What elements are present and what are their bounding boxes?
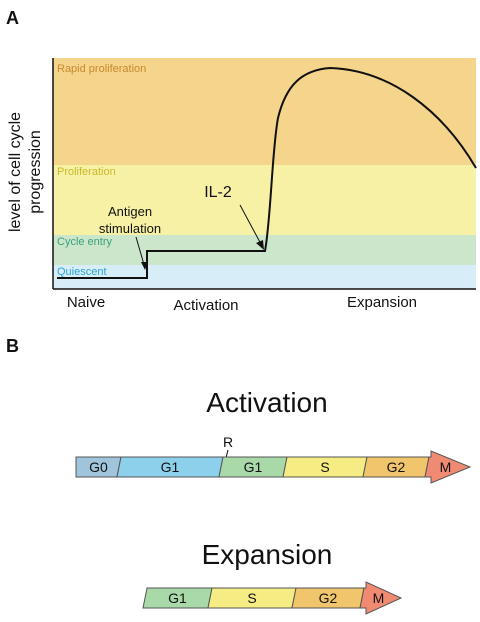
phase-label-expansion: Expansion [347,294,417,311]
expansion-segment-label: M [373,590,385,606]
activation-segment-label: G1 [244,459,263,475]
band-label-proliferation: Proliferation [57,166,116,178]
activation-segment-m [424,450,472,484]
il2-arrow-head [256,240,264,250]
expansion-cycle-bar: G1 S G2 M [142,581,403,615]
band-label-rapid-proliferation: Rapid proliferation [57,63,146,75]
annotation-antigen-line2: stimulation [99,221,161,236]
band-label-cycle-entry: Cycle entry [57,236,113,248]
expansion-segment-label: S [247,590,256,606]
y-axis-label-line2: progression [27,130,44,214]
expansion-title: Expansion [202,539,333,570]
phase-label-naive: Naive [67,294,105,311]
activation-segment-label: G1 [161,459,180,475]
y-axis-label: level of cell cycle progression [7,112,44,232]
band-label-quiescent: Quiescent [57,266,107,278]
activation-cycle-bar: G0 G1 G1 S G2 M [75,450,472,484]
annotation-il2: IL-2 [204,184,232,201]
y-axis-label-line1: level of cell cycle [7,112,24,232]
expansion-segment-label: G1 [168,590,187,606]
activation-segment-label: M [440,459,452,475]
il2-arrow-line [239,204,263,247]
restriction-point-label: R [223,434,233,450]
activation-title: Activation [206,387,327,418]
progression-curve [57,66,477,279]
phase-label-activation: Activation [173,297,238,314]
expansion-segment-m [359,581,403,615]
panel-b-letter: B [6,336,19,356]
band-rapid-proliferation [53,58,476,165]
activation-segment-label: G2 [387,459,406,475]
annotation-antigen-line1: Antigen [108,204,152,219]
panel-a-letter: A [6,8,19,28]
activation-segment-label: S [320,459,329,475]
antigen-arrow-head [141,262,148,270]
band-proliferation [53,165,476,235]
expansion-segment-label: G2 [319,590,338,606]
activation-segment-label: G0 [89,459,108,475]
